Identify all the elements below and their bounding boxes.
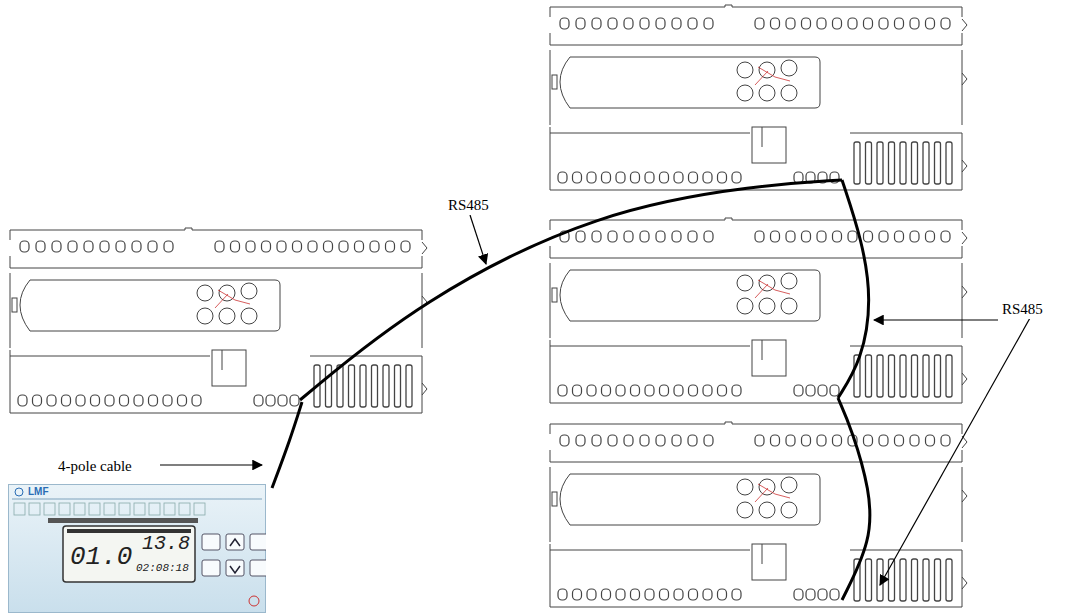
- controller-module: [550, 422, 967, 607]
- bus-label: RS485: [446, 196, 491, 215]
- lcd-reading: 01.0: [70, 544, 132, 570]
- lcd-reading: 02:08:18: [136, 563, 189, 574]
- controller-module: [550, 218, 967, 403]
- brand-name: LMF: [28, 487, 49, 497]
- leader-arrow: [470, 215, 486, 264]
- cable: [838, 398, 870, 600]
- leader-arrow: [874, 319, 998, 320]
- leader-arrow: [160, 464, 262, 465]
- lcd-reading: 13.8: [142, 534, 190, 554]
- display-panel: LMF 01.0 13.8 02:08:18: [8, 484, 266, 613]
- cable: [838, 180, 869, 398]
- cable-label: 4-pole cable: [56, 457, 134, 476]
- controller-module: [10, 228, 427, 413]
- cable: [300, 180, 842, 400]
- leader-arrow: [880, 318, 1030, 585]
- cable: [272, 402, 302, 488]
- bus-label: RS485: [1000, 300, 1045, 319]
- panel-face: [8, 484, 266, 613]
- controller-module: [550, 5, 967, 190]
